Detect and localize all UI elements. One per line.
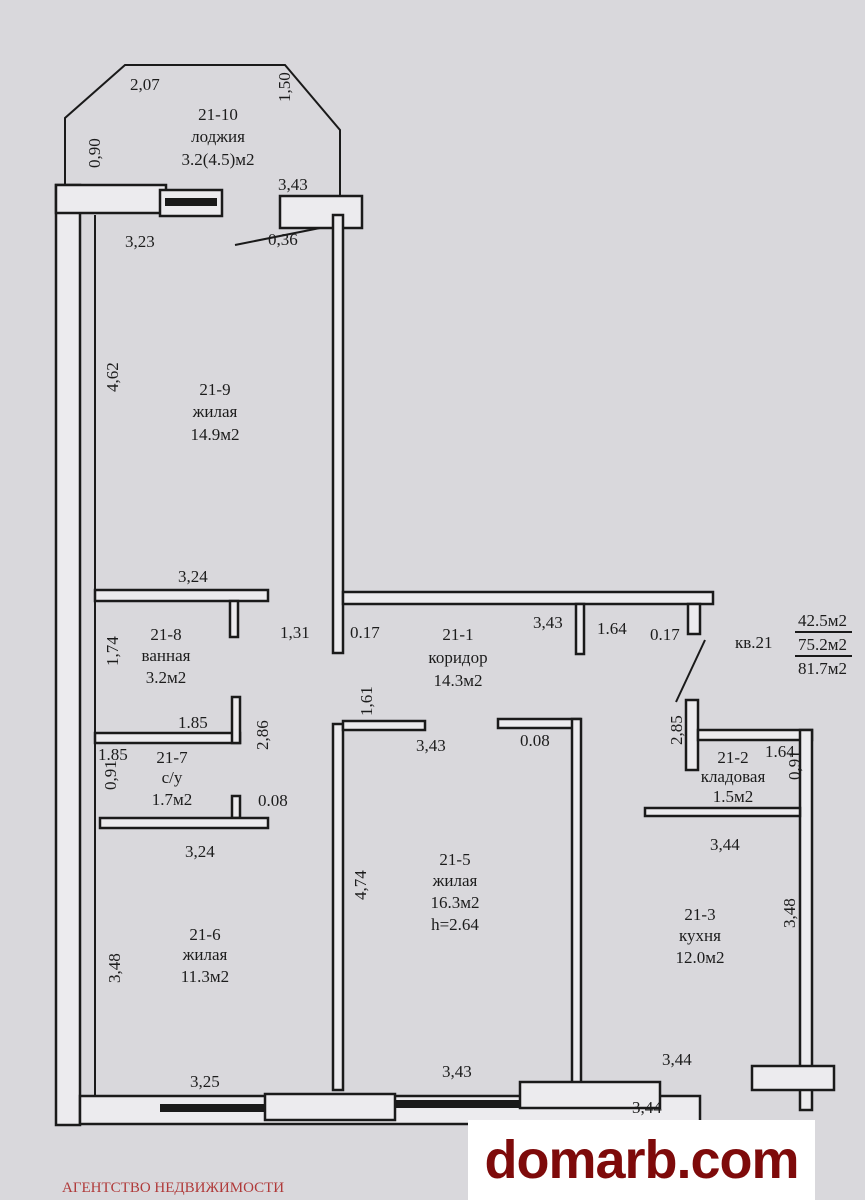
room-21-9: 21-9 жилая 14.9м2 — [190, 380, 239, 444]
plan-label: ванная — [142, 646, 191, 665]
plan-label: 3,44 — [710, 835, 740, 854]
room-21-3: 21-3 кухня 12.0м2 — [675, 905, 724, 967]
walls — [54, 183, 836, 1127]
plan-label: 21-2 — [717, 748, 748, 767]
plan-label: 3,44 — [662, 1050, 692, 1069]
plan-label: 3,43 — [533, 613, 563, 632]
plan-label: 1.7м2 — [152, 790, 193, 809]
room-21-5: 21-5 жилая 16.3м2 h=2.64 — [430, 850, 479, 934]
room-21-6: 21-6 жилая 11.3м2 — [181, 925, 229, 986]
plan-label: 0,91 — [785, 750, 804, 780]
plan-label: 11.3м2 — [181, 967, 229, 986]
room-21-2: 21-2 кладовая 1.5м2 — [701, 748, 766, 806]
plan-label: 16.3м2 — [430, 893, 479, 912]
plan-label: 0,90 — [85, 138, 104, 168]
plan-label: 21-9 — [199, 380, 230, 399]
plan-label: 3,43 — [278, 175, 308, 194]
plan-label: 0.17 — [350, 623, 380, 642]
plan-label: жилая — [432, 871, 478, 890]
room-21-7: 21-7 с/у 1.7м2 — [152, 748, 193, 809]
plan-label: 3,43 — [442, 1062, 472, 1081]
plan-label: 0,91 — [101, 760, 120, 790]
plan-label: 12.0м2 — [675, 948, 724, 967]
plan-label: 81.7м2 — [798, 659, 847, 678]
plan-label: 1,61 — [357, 686, 376, 716]
agency-label: АГЕНТСТВО НЕДВИЖИМОСТИ — [62, 1180, 285, 1196]
plan-label: 0.17 — [650, 625, 680, 644]
plan-label: 21-5 — [439, 850, 470, 869]
plan-label: 1,50 — [275, 72, 294, 102]
plan-label: лоджия — [191, 127, 245, 146]
plan-label: коридор — [428, 648, 487, 667]
plan-label: 2,86 — [253, 720, 272, 750]
plan-label: 14.9м2 — [190, 425, 239, 444]
plan-label: 3,24 — [178, 567, 208, 586]
plan-label: с/у — [162, 768, 183, 787]
plan-label: жилая — [192, 402, 238, 421]
plan-label: 75.2м2 — [798, 635, 847, 654]
plan-label: 3,48 — [780, 898, 799, 928]
plan-label: кладовая — [701, 767, 766, 786]
room-21-8: 21-8 ванная 3.2м2 — [142, 625, 191, 687]
plan-label: 0.08 — [520, 731, 550, 750]
plan-label: 3,25 — [190, 1072, 220, 1091]
watermark-logo[interactable]: domarb.com — [468, 1120, 815, 1200]
plan-label: 21-3 — [684, 905, 715, 924]
plan-label: 4,62 — [103, 362, 122, 392]
plan-label: 1.85 — [98, 745, 128, 764]
plan-label: 3,44 — [632, 1098, 662, 1117]
plan-label: 1.85 — [178, 713, 208, 732]
plan-label: 14.3м2 — [433, 671, 482, 690]
plan-label: 1.64 — [765, 742, 795, 761]
plan-label: 3.2м2 — [146, 668, 187, 687]
plan-label: 4,74 — [351, 870, 370, 900]
room-21-10: 21-10 лоджия 3.2(4.5)м2 — [181, 105, 254, 169]
plan-label: 21-7 — [156, 748, 188, 767]
room-21-1: 21-1 коридор 14.3м2 — [428, 625, 487, 690]
plan-label: 3,23 — [125, 232, 155, 251]
plan-label: 3,48 — [105, 953, 124, 983]
plan-label: 42.5м2 — [798, 611, 847, 630]
plan-label: 1,31 — [280, 623, 310, 642]
dimensions: 2,07 1,50 0,90 3,43 3,23 0,36 4,62 3,24 … — [85, 72, 804, 1117]
plan-label: кухня — [679, 926, 721, 945]
plan-label: 21-8 — [150, 625, 181, 644]
plan-label: 3.2(4.5)м2 — [181, 150, 254, 169]
plan-label: 0,36 — [268, 230, 298, 249]
plan-label: 3,43 — [416, 736, 446, 755]
plan-label: жилая — [182, 945, 228, 964]
plan-label: h=2.64 — [431, 915, 479, 934]
plan-label: 21-6 — [189, 925, 220, 944]
plan-label: 21-10 — [198, 105, 238, 124]
plan-label: 3,24 — [185, 842, 215, 861]
plan-label: 21-1 — [442, 625, 473, 644]
plan-label: 2,07 — [130, 75, 160, 94]
plan-label: 0.08 — [258, 791, 288, 810]
plan-label: 1,74 — [103, 636, 122, 666]
plan-label: кв.21 — [735, 633, 773, 652]
apartment-summary: кв.21 42.5м2 75.2м2 81.7м2 — [735, 611, 852, 678]
plan-label: 1.64 — [597, 619, 627, 638]
loggia-outline — [64, 64, 341, 195]
plan-label: 1.5м2 — [713, 787, 754, 806]
plan-label: 2,85 — [667, 715, 686, 745]
watermark-text[interactable]: domarb.com — [484, 1130, 799, 1190]
